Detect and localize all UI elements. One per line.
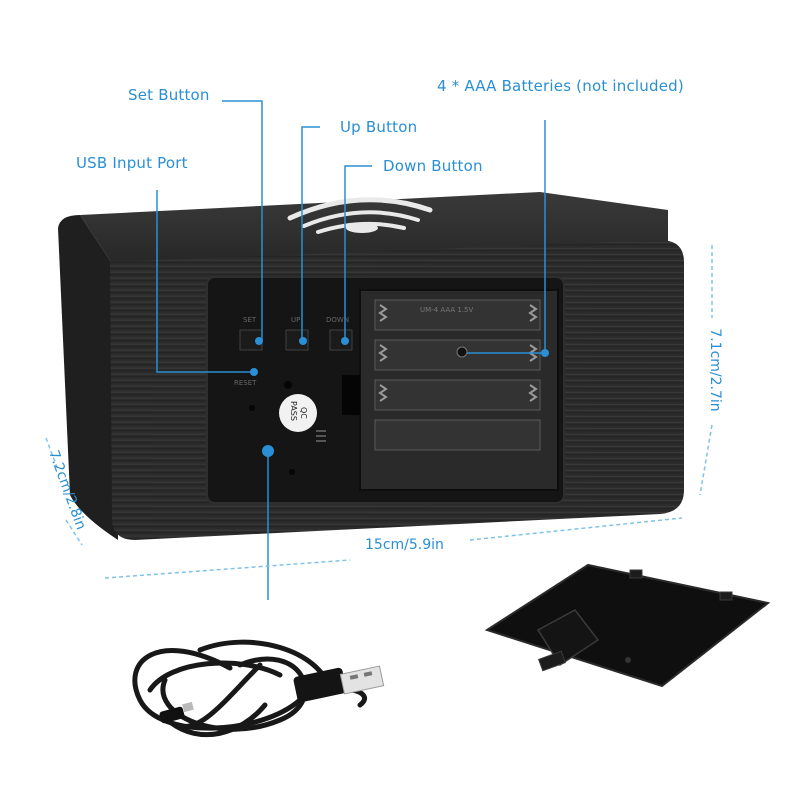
dimension-lines <box>45 245 713 579</box>
clock-side-face <box>58 215 118 540</box>
set-button-label: Set Button <box>128 86 210 104</box>
wireless-charging-icon <box>287 197 433 234</box>
down-button-label: Down Button <box>383 157 483 175</box>
up-button-marking: UP <box>291 316 300 324</box>
up-target-dot <box>299 337 307 345</box>
qc-pass-sticker <box>279 394 317 432</box>
usb-input-port-label: USB Input Port <box>76 154 188 172</box>
reset-marking: RESET <box>234 379 257 387</box>
battery-door <box>484 563 771 688</box>
down-button-marking: DOWN <box>326 316 349 324</box>
usb-a-plug <box>293 665 385 703</box>
callout-lines <box>156 100 546 600</box>
reset-hole <box>284 381 292 389</box>
svg-text:QC: QC <box>299 407 308 419</box>
batteries-label: 4 * AAA Batteries (not included) <box>437 77 684 95</box>
set-button-marking: SET <box>243 316 257 324</box>
height-dimension-label: 7.1cm/2.7in <box>707 328 723 412</box>
battery-marking: UM-4 AAA 1.5V <box>420 306 473 314</box>
up-button-label: Up Button <box>340 118 418 136</box>
svg-text:PASS: PASS <box>289 401 298 421</box>
set-target-dot <box>255 337 263 345</box>
barrel-plug <box>159 701 194 724</box>
width-dimension-label: 15cm/5.9in <box>365 537 444 553</box>
down-button-shape <box>329 329 353 351</box>
